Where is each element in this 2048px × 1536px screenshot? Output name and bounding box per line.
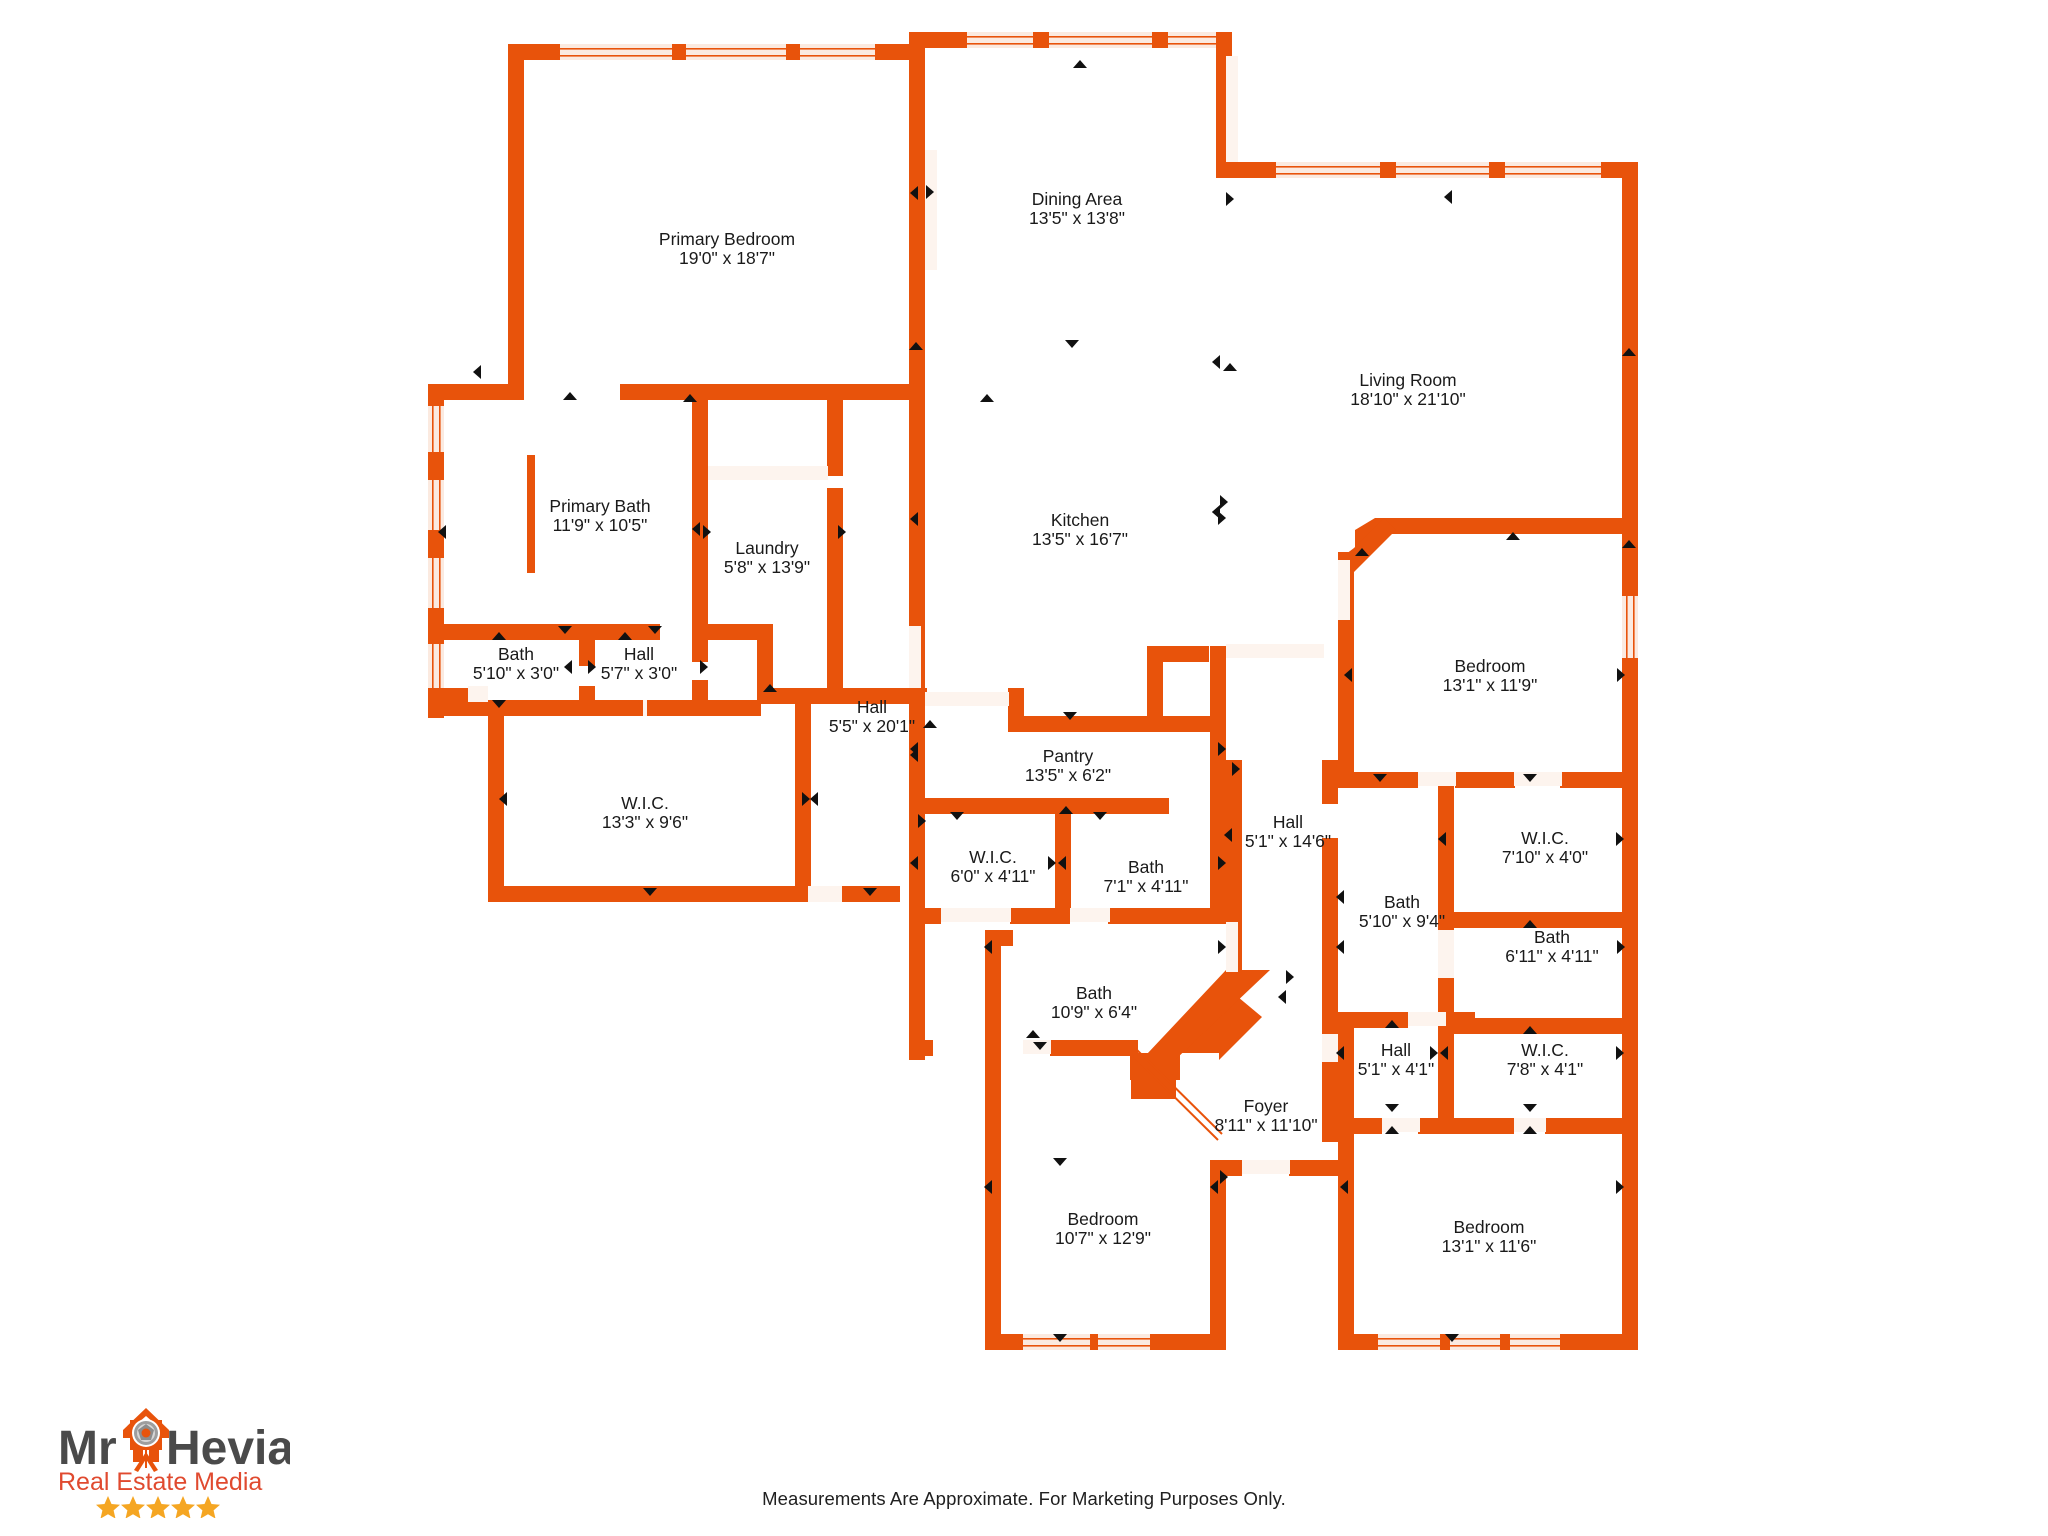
room-name: Foyer [1244,1096,1289,1116]
star-rating [96,1496,220,1518]
room-label-layer: Primary Bedroom 19'0" x 18'7" Dining Are… [473,189,1599,1256]
window-layer [428,32,1638,1350]
room-label-wic-center: W.I.C. 6'0" x 4'11" [951,847,1036,886]
logo-name-part1: Mr [58,1422,117,1475]
room-dimensions: 13'5" x 13'8" [1029,208,1125,228]
room-dimensions: 5'10" x 9'4" [1359,911,1445,931]
room-name: Bedroom [1454,656,1525,676]
room-name: Bath [1076,983,1112,1003]
room-name: Dining Area [1032,189,1123,209]
room-label-bath-lower: Bath 10'9" x 6'4" [1051,983,1137,1022]
room-label-bedroom-right-upper: Bedroom 13'1" x 11'9" [1443,656,1538,695]
measure-arrow-layer [438,60,1636,1342]
room-dimensions: 7'1" x 4'11" [1104,876,1189,896]
room-name: Bath [498,644,534,664]
logo-tagline: Real Estate Media [58,1468,262,1496]
room-dimensions: 7'10" x 4'0" [1502,847,1588,867]
room-label-pantry: Pantry 13'5" x 6'2" [1025,746,1111,785]
room-dimensions: 19'0" x 18'7" [679,248,775,268]
star-icon [171,1496,195,1518]
room-dimensions: 5'5" x 20'1" [829,716,915,736]
house-icon [123,1408,169,1472]
room-name: Bath [1534,927,1570,947]
room-label-wic-primary: W.I.C. 13'3" x 9'6" [602,793,688,832]
room-name: Bedroom [1067,1209,1138,1229]
room-label-bath-right-b: Bath 6'11" x 4'11" [1505,927,1598,966]
room-name: Bath [1384,892,1420,912]
room-dimensions: 13'1" x 11'6" [1442,1236,1537,1256]
room-dimensions: 6'11" x 4'11" [1505,946,1598,966]
room-label-bedroom-lower-center: Bedroom 10'7" x 12'9" [1055,1209,1151,1248]
room-name: Hall [1381,1040,1411,1060]
room-name: Laundry [735,538,798,558]
room-label-primary-bath: Primary Bath 11'9" x 10'5" [549,496,650,535]
logo-graphic: Mr Hevia Real Estate Media [58,1408,290,1518]
room-label-bath-right-a: Bath 5'10" x 9'4" [1359,892,1445,931]
room-name: Hall [857,697,887,717]
logo-name-part2: Hevia [166,1422,290,1475]
room-name: Hall [1273,812,1303,832]
room-dimensions: 18'10" x 21'10" [1350,389,1465,409]
star-icon [96,1496,120,1518]
room-label-kitchen: Kitchen 13'5" x 16'7" [1032,510,1128,549]
room-name: Bedroom [1453,1217,1524,1237]
room-label-wic-right-upper: W.I.C. 7'10" x 4'0" [1502,828,1588,867]
room-dimensions: 10'7" x 12'9" [1055,1228,1151,1248]
room-dimensions: 13'5" x 6'2" [1025,765,1111,785]
star-icon [146,1496,170,1518]
room-name: Bath [1128,857,1164,877]
foyer-diagonal-lines [1132,1048,1223,1141]
room-dimensions: 13'5" x 16'7" [1032,529,1128,549]
room-label-bath-center: Bath 7'1" x 4'11" [1104,857,1189,896]
star-icon [196,1496,220,1518]
room-name: W.I.C. [969,847,1017,867]
room-dimensions: 5'7" x 3'0" [601,663,678,683]
room-dimensions: 7'8" x 4'1" [1507,1059,1584,1079]
room-name: Pantry [1043,746,1094,766]
room-name: Living Room [1359,370,1456,390]
room-label-wic-right-lower: W.I.C. 7'8" x 4'1" [1507,1040,1584,1079]
camera-aperture-icon [134,1421,158,1445]
room-dimensions: 5'8" x 13'9" [724,557,810,577]
room-dimensions: 5'1" x 4'1" [1358,1059,1435,1079]
room-label-bedroom-lower-right: Bedroom 13'1" x 11'6" [1442,1217,1537,1256]
room-name: Primary Bedroom [659,229,795,249]
room-dimensions: 13'3" x 9'6" [602,812,688,832]
room-dimensions: 8'11" x 11'10" [1214,1115,1317,1135]
room-dimensions: 5'10" x 3'0" [473,663,559,683]
room-name: Hall [624,644,654,664]
room-label-laundry: Laundry 5'8" x 13'9" [724,538,810,577]
room-label-hall-right-lower: Hall 5'1" x 4'1" [1358,1040,1435,1079]
room-label-primary-bedroom: Primary Bedroom 19'0" x 18'7" [659,229,795,268]
room-dimensions: 5'1" x 14'6" [1245,831,1331,851]
disclaimer-text: Measurements Are Approximate. For Market… [762,1488,1286,1509]
room-name: Primary Bath [549,496,650,516]
room-label-living-room: Living Room 18'10" x 21'10" [1350,370,1465,409]
room-dimensions: 6'0" x 4'11" [951,866,1036,886]
room-dimensions: 13'1" x 11'9" [1443,675,1538,695]
room-name: Kitchen [1051,510,1109,530]
room-name: W.I.C. [1521,1040,1569,1060]
room-label-hall-center: Hall 5'1" x 14'6" [1245,812,1331,851]
room-name: W.I.C. [1521,828,1569,848]
room-label-foyer: Foyer 8'11" x 11'10" [1214,1096,1317,1135]
room-label-bath-left-small: Bath 5'10" x 3'0" [473,644,559,683]
room-label-hall-left-small: Hall 5'7" x 3'0" [601,644,678,683]
company-logo: Mr Hevia Real Estate Media [50,1378,290,1518]
room-name: W.I.C. [621,793,669,813]
room-dimensions: 11'9" x 10'5" [553,515,648,535]
room-label-dining-area: Dining Area 13'5" x 13'8" [1029,189,1125,228]
room-label-hall-main: Hall 5'5" x 20'1" [829,697,915,736]
star-icon [121,1496,145,1518]
room-dimensions: 10'9" x 6'4" [1051,1002,1137,1022]
